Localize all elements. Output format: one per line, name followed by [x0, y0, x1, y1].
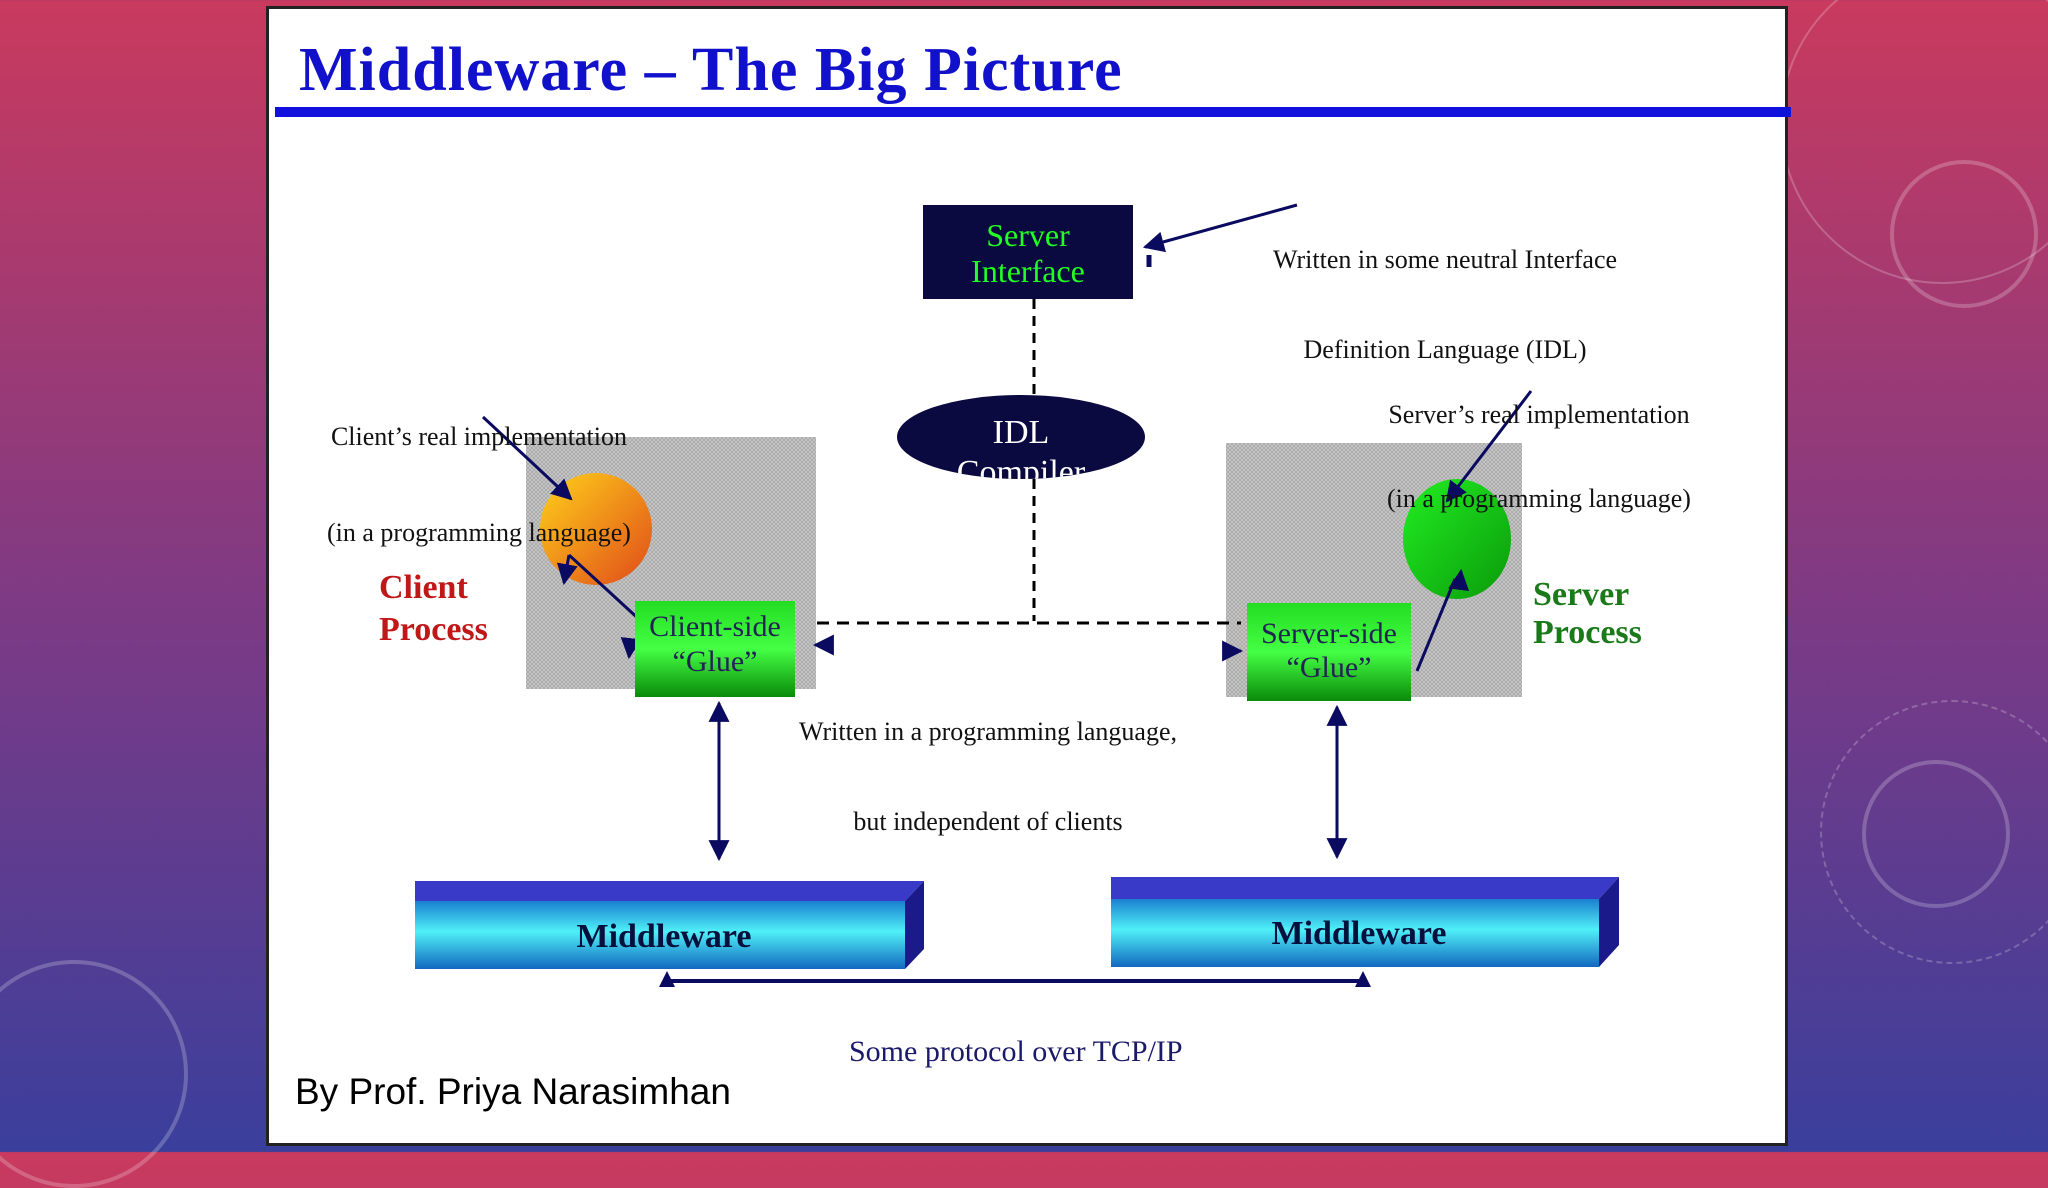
- client-process-label-1: Client: [379, 569, 468, 606]
- client-ball-arrow-b: [620, 637, 642, 660]
- server-interface-label-2: Interface: [971, 253, 1085, 289]
- glue-note-line-1: Written in a programming language,: [799, 717, 1178, 746]
- client-ball-arrow-a: [556, 554, 578, 586]
- server-note-line-1: Server’s real implementation: [1388, 400, 1690, 429]
- server-interface-box: [923, 205, 1133, 299]
- middleware-left-top: [415, 881, 924, 901]
- idl-compiler-label-1: IDL: [993, 414, 1050, 451]
- server-note-arrow: [1445, 390, 1533, 503]
- server-glue-label-2: “Glue”: [1287, 651, 1372, 684]
- middleware-right-label: Middleware: [1271, 915, 1446, 952]
- protocol-line-right-end: [1355, 971, 1371, 987]
- server-note-line-2: (in a programming language): [1387, 484, 1691, 513]
- client-note-arrow: [481, 415, 573, 501]
- glue-note-line-2: but independent of clients: [853, 807, 1123, 836]
- glue-note: Written in a programming language, but i…: [799, 657, 1177, 897]
- decor-ring-bottom-left: [0, 960, 188, 1188]
- idl-note-line-1: Written in some neutral Interface: [1273, 245, 1618, 274]
- idl-note: Written in some neutral Interface Defini…: [1273, 185, 1617, 425]
- server-ball-arrow: [1448, 568, 1470, 592]
- title-rule: [275, 107, 1791, 117]
- idl-note-arrow: [1142, 203, 1298, 253]
- server-implementation-ball: [1403, 479, 1511, 599]
- client-note: Client’s real implementation (in a progr…: [327, 357, 631, 613]
- client-process-label-2: Process: [379, 611, 488, 648]
- server-glue-label-1: Server-side: [1261, 617, 1397, 650]
- protocol-label: Some protocol over TCP/IP: [849, 1035, 1183, 1068]
- author-credit: By Prof. Priya Narasimhan: [295, 1071, 731, 1112]
- middleware-diagram: Server Interface IDL Compiler Client-sid…: [379, 203, 1642, 987]
- server-interface-label-1: Server: [986, 217, 1070, 253]
- idl-compiler-label-2: Compiler: [957, 454, 1086, 491]
- server-process-label-2: Process: [1533, 614, 1642, 651]
- middleware-left-label: Middleware: [576, 918, 751, 955]
- middleware-right-top: [1111, 877, 1619, 899]
- client-glue-box: [635, 601, 795, 697]
- protocol-line-left-end: [659, 971, 675, 987]
- middleware-right-side: [1599, 877, 1619, 967]
- server-ball-to-glue: [1415, 578, 1457, 672]
- client-ball-to-glue: [567, 553, 643, 623]
- client-note-line-1: Client’s real implementation: [330, 422, 627, 451]
- middleware-right-front: [1111, 899, 1599, 967]
- decor-ring-right-inner: [1862, 760, 2010, 908]
- idl-compiler-ellipse: [897, 395, 1145, 479]
- slide-title: Middleware – The Big Picture: [299, 36, 1123, 104]
- client-glue-label-2: “Glue”: [673, 645, 758, 678]
- decor-ring-top-right-inner: [1890, 160, 2038, 308]
- middleware-left-front: [415, 901, 905, 969]
- idl-note-line-2: Definition Language (IDL): [1303, 335, 1587, 364]
- server-process-label-1: Server: [1533, 576, 1629, 613]
- server-glue-box: [1247, 603, 1411, 701]
- client-note-line-2: (in a programming language): [327, 518, 631, 547]
- server-note: Server’s real implementation (in a progr…: [1387, 345, 1691, 569]
- middleware-left-side: [905, 881, 924, 969]
- slide: Middleware – The Big Picture: [266, 6, 1791, 1146]
- client-glue-label-1: Client-side: [649, 610, 781, 643]
